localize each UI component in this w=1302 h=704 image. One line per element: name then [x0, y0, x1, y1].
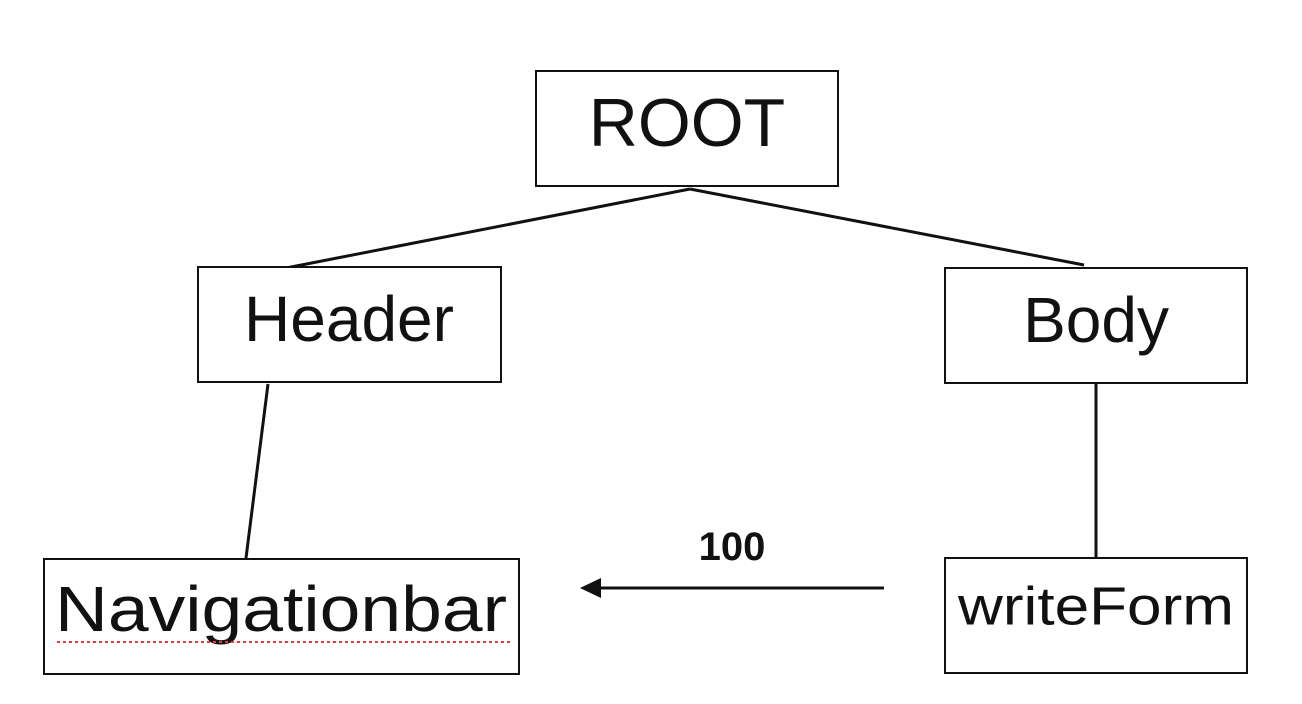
node-root-label: ROOT — [589, 85, 785, 161]
node-body-box — [944, 267, 1248, 384]
edge-header-navigationbar — [244, 383, 270, 559]
node-body-label: Body — [1023, 284, 1169, 356]
node-navigationbar: Navigationbar — [43, 558, 520, 675]
node-header: Header — [197, 266, 502, 383]
node-writeform-label: writeForm — [957, 576, 1234, 636]
arrow-head-icon — [580, 578, 601, 598]
edge-root-header — [285, 187, 691, 270]
node-root: ROOT — [535, 70, 839, 187]
node-body: Body — [944, 267, 1248, 384]
node-navigationbar-box — [43, 558, 520, 675]
node-header-label: Header — [244, 283, 454, 355]
arrow-label: 100 — [699, 525, 766, 569]
node-root-box — [535, 70, 839, 187]
node-navigationbar-label: Navigationbar — [55, 573, 507, 645]
edge-root-body — [689, 187, 1085, 267]
node-writeform: writeForm — [944, 557, 1248, 674]
node-header-box — [197, 266, 502, 383]
node-writeform-box — [944, 557, 1248, 674]
arrow-writeform-to-navigationbar: 100 — [580, 525, 884, 598]
